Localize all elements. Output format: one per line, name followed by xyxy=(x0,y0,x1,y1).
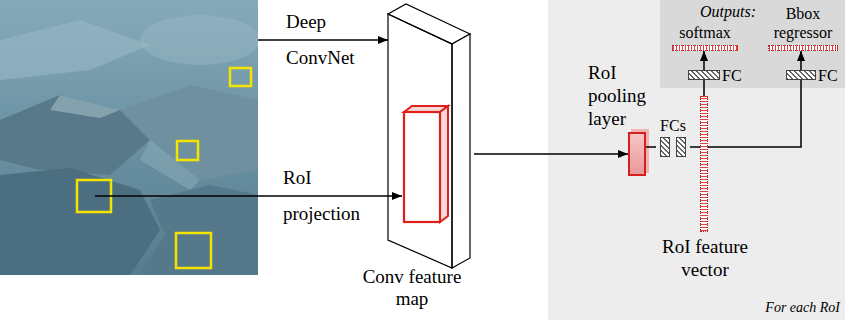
conv-feature-map: Conv feature map xyxy=(350,2,474,310)
node-text: Conv feature map xyxy=(350,266,474,310)
node-text: FCs xyxy=(656,116,690,135)
convnet-arrow xyxy=(258,39,388,41)
roi-box xyxy=(230,68,251,86)
fc-layer: FC xyxy=(786,70,816,80)
fc-block xyxy=(660,137,670,157)
roi-box xyxy=(177,141,198,160)
slab-side xyxy=(452,34,470,268)
underwater-photo xyxy=(0,0,258,275)
photo-rock-highlight xyxy=(140,140,200,190)
node-text: For each RoI xyxy=(765,298,840,317)
output-bar xyxy=(768,45,838,51)
node-text: softmax xyxy=(672,23,738,42)
connector xyxy=(800,51,802,70)
photo-rock xyxy=(120,85,258,180)
photo-rock xyxy=(140,185,258,275)
connector xyxy=(703,51,705,70)
fc-block xyxy=(676,137,686,157)
bbox-output: Bbox regressor xyxy=(768,4,838,51)
slab-top xyxy=(388,4,470,44)
photo-haze xyxy=(140,15,258,65)
roi-box xyxy=(176,233,211,268)
slab-front xyxy=(388,14,452,268)
outputs-panel: Outputs:softmaxBbox regressorFCFC xyxy=(660,0,845,88)
projection-arrow xyxy=(95,195,402,197)
feature-map-slab xyxy=(350,2,474,268)
connector xyxy=(703,80,705,96)
roi-pooling-layer: RoI pooling layer xyxy=(628,132,646,176)
fc-blocks xyxy=(660,137,686,157)
output-bar xyxy=(672,45,738,51)
node-text: Bbox regressor xyxy=(768,4,838,42)
photo-rock xyxy=(0,20,150,80)
connector xyxy=(708,80,801,147)
node-text: RoI feature vector xyxy=(650,235,760,281)
step-label: RoI projection xyxy=(283,160,383,232)
connector xyxy=(690,146,700,148)
roi-panel: For each RoI Outputs: softmax Bbox regresso… xyxy=(548,0,845,320)
roi-feature-vector: RoI feature vector xyxy=(700,96,708,232)
photo-rock-highlight xyxy=(50,95,120,118)
roi-region xyxy=(404,112,440,222)
fc-layers: FCs xyxy=(656,116,690,157)
step-label: Deep ConvNet xyxy=(286,4,376,76)
softmax-output: softmax xyxy=(672,23,738,51)
connector xyxy=(474,153,628,155)
roi-region-side xyxy=(440,106,448,222)
node-text: Outputs: xyxy=(700,2,756,21)
connector xyxy=(646,146,656,148)
fc-layer: FC xyxy=(688,70,720,80)
photo-rock xyxy=(0,95,150,175)
photo-rock xyxy=(0,168,160,275)
node-text: FC xyxy=(818,67,838,84)
node-text: FC xyxy=(722,67,742,84)
node-text: RoI pooling layer xyxy=(588,61,660,130)
